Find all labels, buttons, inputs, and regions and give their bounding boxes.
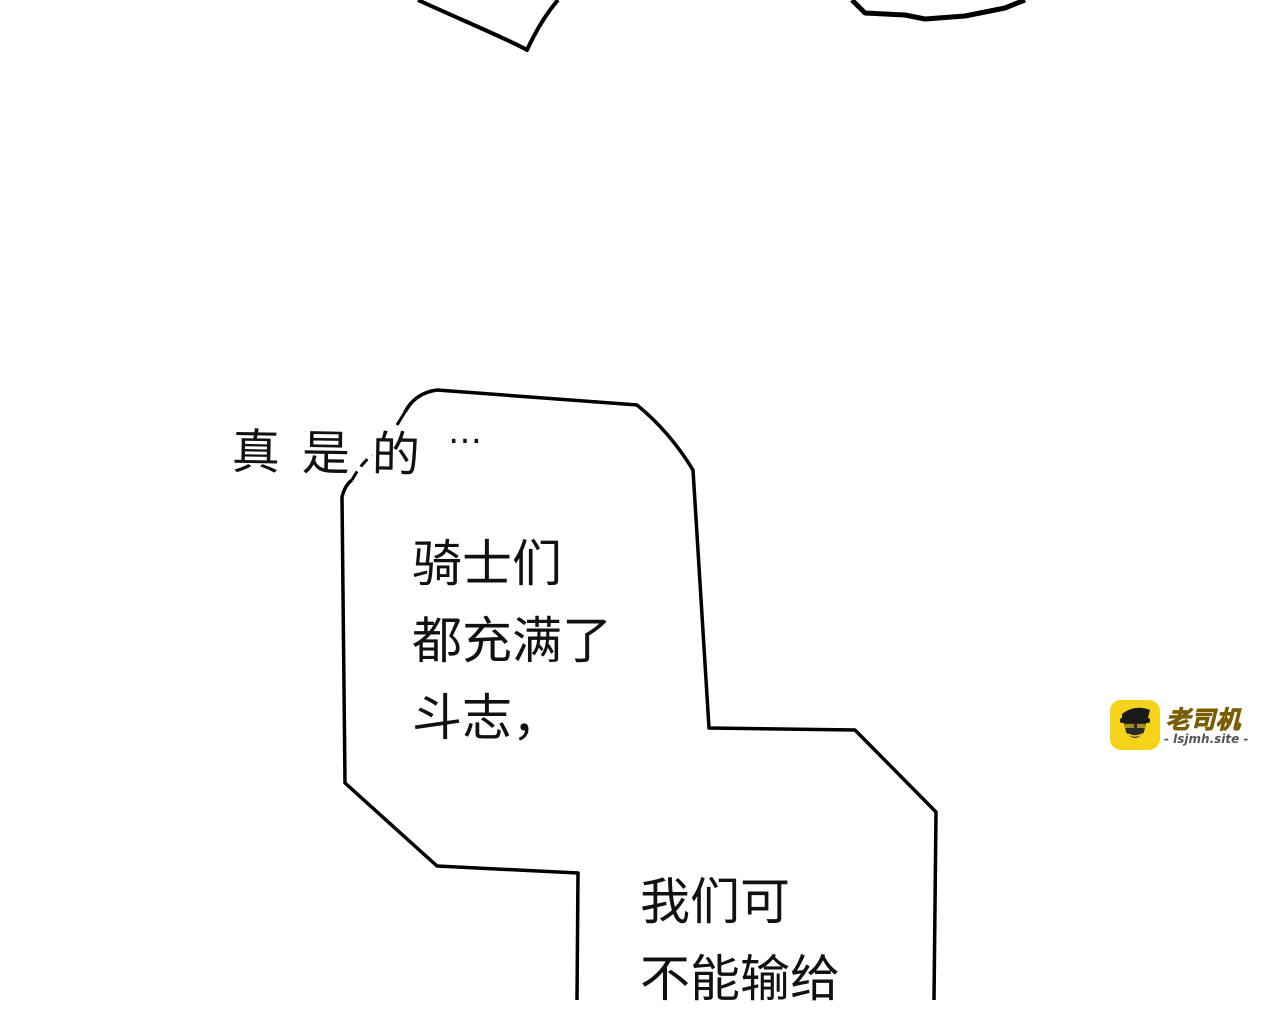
speech-bubble-text-1: 骑士们 都充满了 斗志，: [412, 535, 612, 747]
narration-ellipsis: …: [448, 412, 484, 452]
driver-mascot-icon: [1110, 700, 1160, 750]
speech-bubble-text-2: 我们可 不能输给: [640, 873, 840, 1008]
speech-bubble-outline: [340, 388, 938, 1000]
top-left-outline: [417, 0, 560, 52]
bubble-gap-stroke: [350, 453, 373, 481]
narration-text: 真是的: [231, 424, 443, 484]
bubble-top-stroke: [395, 411, 407, 426]
watermark-title: 老司机: [1166, 706, 1241, 735]
watermark-url: - lsjmh.site -: [1164, 732, 1249, 746]
watermark-logo: 老司机 - lsjmh.site -: [1110, 700, 1270, 752]
top-right-outline: [850, 0, 1026, 22]
